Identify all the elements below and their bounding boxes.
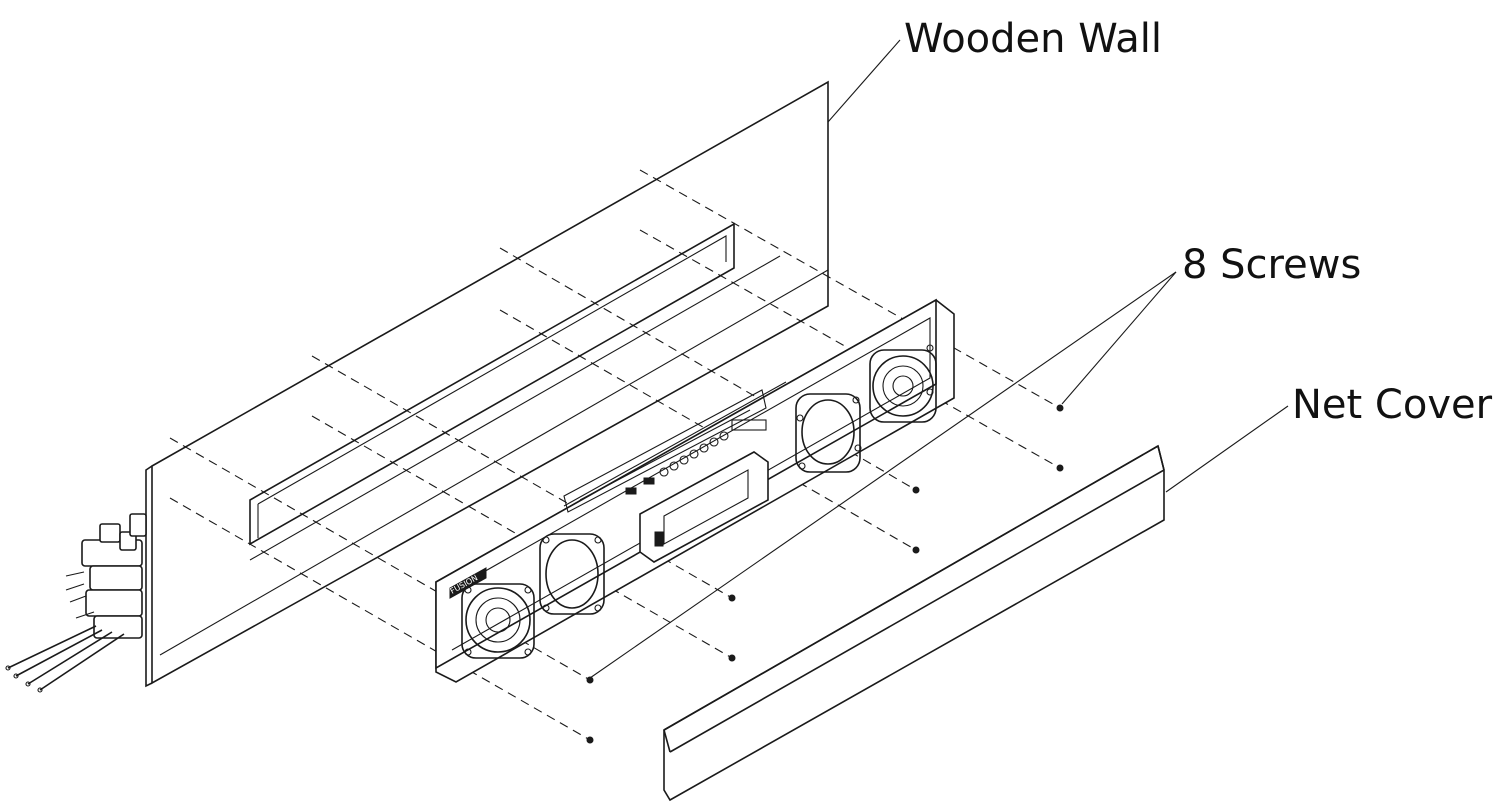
screw — [728, 654, 736, 662]
speaker-bar: FUSION — [435, 298, 955, 683]
screw — [1056, 464, 1064, 472]
left-woofer — [539, 533, 605, 615]
control-module — [563, 389, 769, 563]
right-tweeter — [869, 344, 937, 423]
screw — [586, 676, 594, 684]
screw — [586, 736, 594, 744]
screws — [586, 404, 1064, 744]
screw — [1056, 404, 1064, 412]
rear-connectors — [5, 513, 147, 693]
wooden-wall — [145, 80, 829, 688]
wall-cutout — [249, 222, 735, 546]
net-cover — [663, 444, 1165, 802]
screw — [912, 486, 920, 494]
screw — [728, 594, 736, 602]
leader-lines — [589, 39, 1289, 679]
left-tweeter — [461, 583, 535, 659]
screws-label: 8 Screws — [1182, 242, 1361, 288]
screw — [912, 546, 920, 554]
net-cover-label: Net Cover — [1292, 382, 1493, 428]
wooden-wall-label: Wooden Wall — [904, 16, 1162, 62]
alignment-lines — [159, 255, 829, 656]
right-woofer — [795, 393, 862, 473]
